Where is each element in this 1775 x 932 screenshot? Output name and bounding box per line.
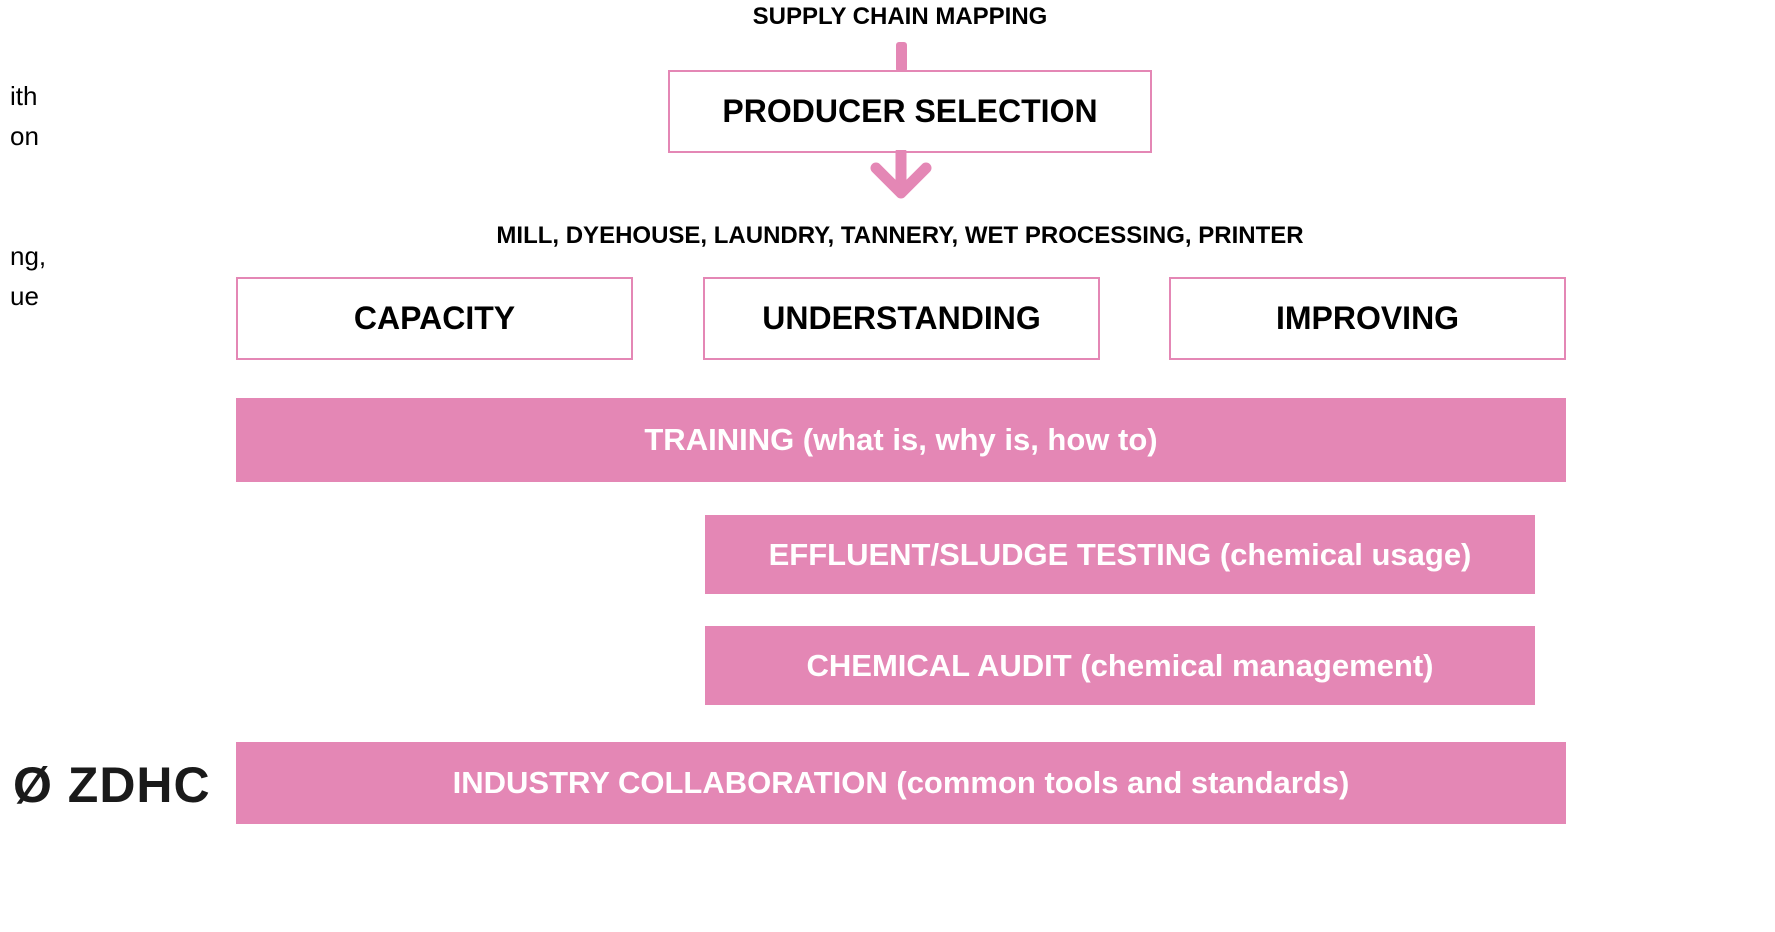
left-fragment-1: ith [10,81,38,111]
left-fragment-2: on [10,121,39,151]
training-bar: TRAINING (what is, why is, how to) [236,398,1566,482]
capacity-box: CAPACITY [236,277,633,360]
understanding-label: UNDERSTANDING [762,300,1041,336]
understanding-box: UNDERSTANDING [703,277,1100,360]
effluent-testing-label: EFFLUENT/SLUDGE TESTING (chemical usage) [768,536,1472,572]
left-fragment-4: ue [10,281,39,311]
chemical-audit-bar: CHEMICAL AUDIT (chemical management) [705,626,1535,705]
capacity-label: CAPACITY [353,300,516,336]
supply-chain-mapping-label: SUPPLY CHAIN MAPPING [752,3,1048,30]
effluent-testing-bar: EFFLUENT/SLUDGE TESTING (chemical usage) [705,515,1535,594]
industry-collaboration-bar: INDUSTRY COLLABORATION (common tools and… [236,742,1566,824]
zdhc-logo: Ø ZDHC [13,757,211,813]
top-connector-line [896,42,907,72]
processors-label: MILL, DYEHOUSE, LAUNDRY, TANNERY, WET PR… [496,222,1304,249]
industry-collaboration-label: INDUSTRY COLLABORATION (common tools and… [452,765,1350,800]
training-label: TRAINING (what is, why is, how to) [644,422,1158,457]
chemical-audit-label: CHEMICAL AUDIT (chemical management) [806,647,1434,683]
left-fragment-3: ng, [10,241,47,271]
producer-selection-label: PRODUCER SELECTION [722,93,1098,129]
down-arrow-icon [870,150,932,199]
producer-selection-box: PRODUCER SELECTION [668,70,1152,153]
improving-box: IMPROVING [1169,277,1566,360]
improving-label: IMPROVING [1275,300,1460,336]
